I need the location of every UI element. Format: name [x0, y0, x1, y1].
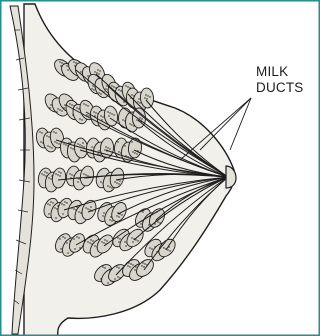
label-ducts: DUCTS [256, 80, 304, 95]
label-milk: MILK [256, 64, 288, 79]
